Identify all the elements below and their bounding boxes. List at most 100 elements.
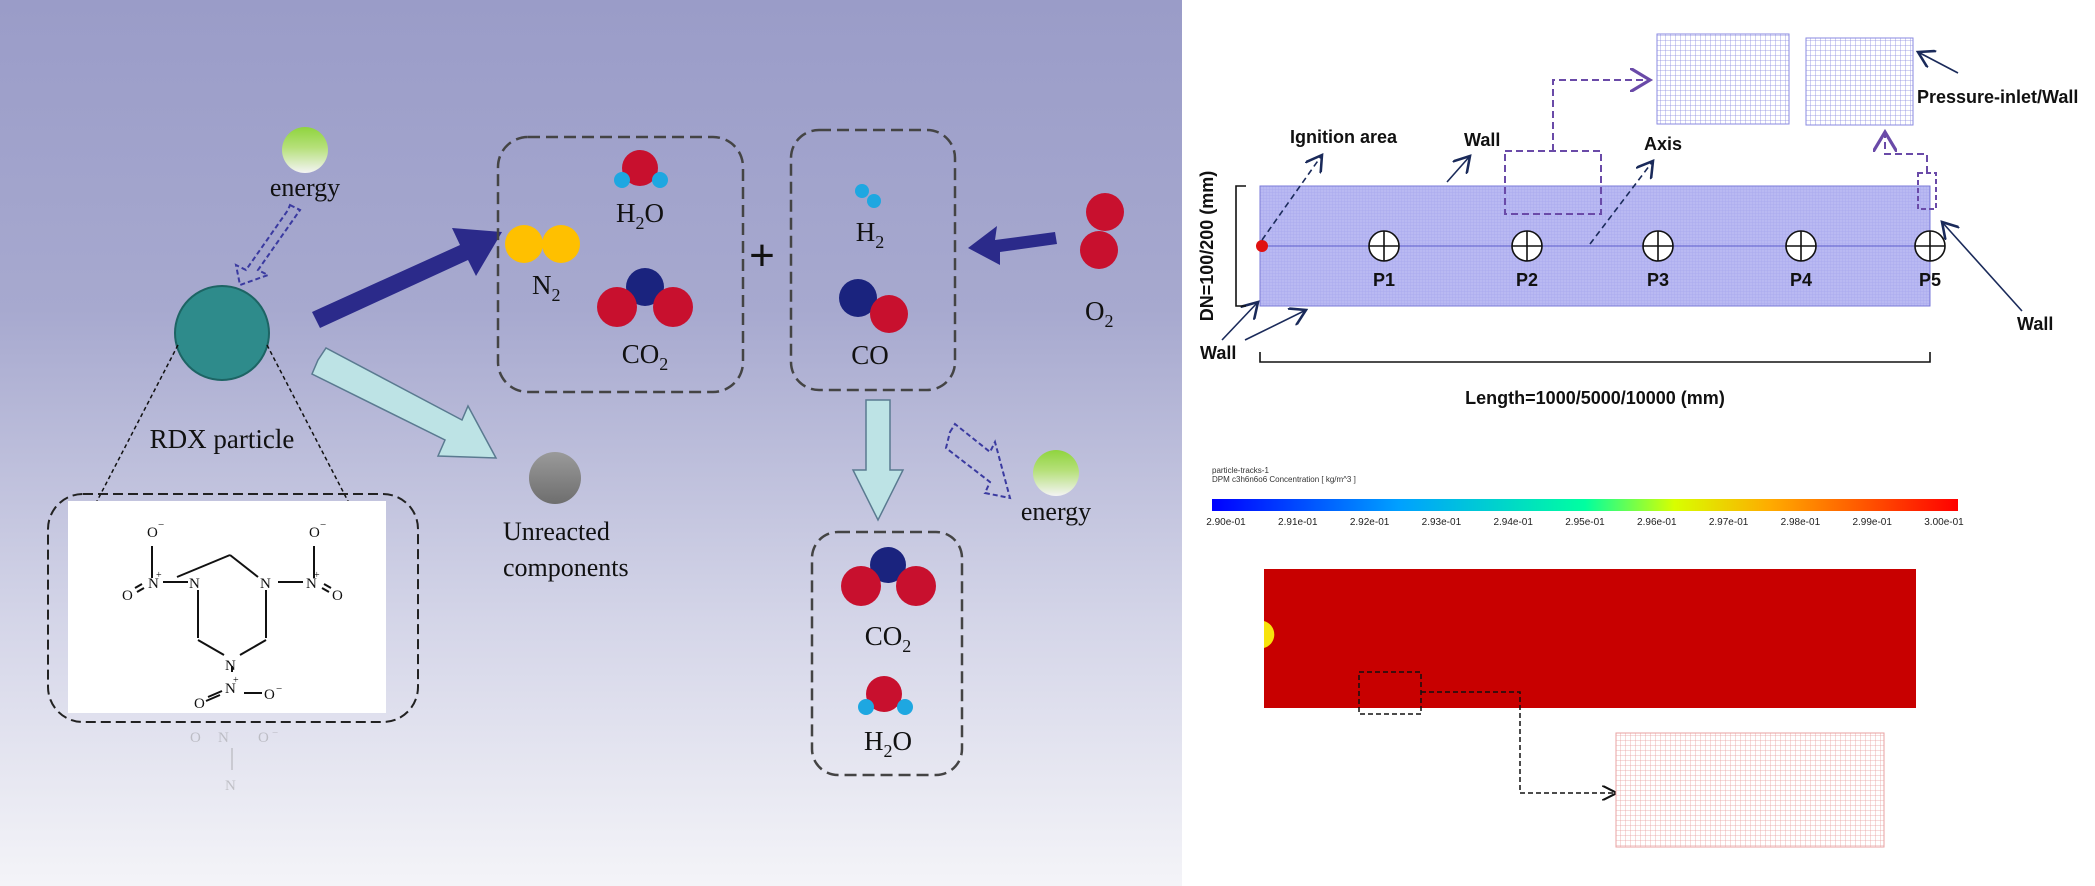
svg-text:N: N <box>225 778 236 794</box>
unreacted-label-line2: components <box>503 553 629 582</box>
rdx-structure-background <box>68 501 386 713</box>
svg-text:O: O <box>122 588 133 604</box>
plus-sign: + <box>749 231 775 280</box>
svg-text:O: O <box>194 696 205 712</box>
wall-right-pointer <box>1942 222 2023 312</box>
unreacted-icon <box>529 452 581 504</box>
colorbar-ticks: 2.90e-01 2.91e-01 2.92e-01 2.93e-01 2.94e-01… <box>1206 517 1964 528</box>
svg-text:N: N <box>260 576 271 592</box>
rdx-structure-diagram <box>134 546 332 702</box>
box1-n2-label: N2 <box>532 270 561 305</box>
colorbar-tick-label: 2.99e-01 <box>1852 517 1892 528</box>
product-box-1 <box>496 135 745 394</box>
box1-co2-label: CO2 <box>622 339 669 374</box>
svg-text:−: − <box>320 519 326 531</box>
wall-left-label: Wall <box>1200 343 1236 363</box>
energy-top-icon <box>282 127 328 173</box>
h2-molecule-icon <box>855 184 881 208</box>
colorbar-title-line1: particle-tracks-1 <box>1212 466 1269 475</box>
o2-label: O2 <box>1085 296 1114 331</box>
svg-text:N: N <box>218 730 229 746</box>
energy-top-arrow <box>234 203 302 287</box>
svg-text:+: + <box>156 570 162 581</box>
mesh-zoom-connector-2 <box>1885 132 1928 173</box>
colorbar-tick-label: 2.95e-01 <box>1565 517 1605 528</box>
svg-text:O: O <box>147 525 158 541</box>
monitoring-point-4-label: P4 <box>1790 270 1812 290</box>
box3-co2-label: CO2 <box>865 621 912 656</box>
box2-co-label: CO <box>851 340 889 370</box>
colorbar-tick-label: 2.90e-01 <box>1206 517 1246 528</box>
down-arrow-to-final <box>851 399 905 522</box>
wall-top-label: Wall <box>1464 130 1500 150</box>
monitoring-point-3-cross <box>1643 231 1673 261</box>
monitoring-point-2-label: P2 <box>1516 270 1538 290</box>
colorbar-tick-label: 2.96e-01 <box>1637 517 1677 528</box>
wall-left-pointer-1 <box>1221 302 1258 341</box>
mesh-zoom-connector-1 <box>1552 80 1650 151</box>
svg-text:O: O <box>264 687 275 703</box>
monitoring-point-5-label: P5 <box>1919 270 1941 290</box>
wall-right-label: Wall <box>2017 314 2053 334</box>
svg-text:O: O <box>190 730 201 746</box>
svg-text:−: − <box>272 727 278 739</box>
monitoring-point-5-cross <box>1915 231 1945 261</box>
rdx-particle-icon <box>174 285 270 381</box>
rdx-structure-reflection: O N O − N <box>190 727 278 794</box>
monitoring-point-1-label: P1 <box>1373 270 1395 290</box>
co-molecule-icon <box>839 279 908 333</box>
ignition-contour-spot <box>1264 621 1275 648</box>
colorbar-tick-label: 2.93e-01 <box>1422 517 1462 528</box>
o2-arrow <box>968 226 1057 265</box>
unreacted-label-line1: Unreacted <box>503 517 610 546</box>
energy-right-icon <box>1033 450 1079 496</box>
svg-text:−: − <box>276 683 282 695</box>
rdx-structure-atoms: N N N N + N + N + O − O − O O O O − <box>122 519 343 712</box>
mesh-zoom-inset-2 <box>1805 37 1914 126</box>
mesh-zoom-inset-1 <box>1656 33 1790 125</box>
reaction-arrow-to-unreacted <box>311 347 498 459</box>
monitoring-point-1-cross <box>1369 231 1399 261</box>
svg-text:+: + <box>233 675 239 686</box>
reaction-background <box>0 0 1182 886</box>
colorbar-tick-label: 2.91e-01 <box>1278 517 1318 528</box>
ignition-area-pointer <box>1261 155 1322 241</box>
rdx-particle-label: RDX particle <box>150 424 295 454</box>
axis-pointer <box>1589 161 1653 245</box>
box2-h2-label: H2 <box>856 217 885 252</box>
colorbar-tick-label: 2.94e-01 <box>1493 517 1533 528</box>
contour-domain <box>1264 569 1916 708</box>
wall-left-pointer-2 <box>1244 310 1306 341</box>
colorbar-title-line2: DPM c3h6n6o6 Concentration [ kg/m^3 ] <box>1212 475 1356 484</box>
axis-label: Axis <box>1644 134 1682 154</box>
contour-panel: particle-tracks-1 DPM c3h6n6o6 Concentra… <box>1206 466 1964 848</box>
svg-text:N: N <box>225 681 236 697</box>
final-h2o-icon <box>858 676 913 715</box>
reaction-arrow-to-products <box>312 228 502 328</box>
product-box-2 <box>789 128 957 392</box>
colorbar-tick-label: 2.98e-01 <box>1781 517 1821 528</box>
svg-text:N: N <box>189 576 200 592</box>
rdx-zoom-line-right <box>266 344 351 506</box>
energy-right-label: energy <box>1021 497 1091 526</box>
wall-top-pointer <box>1446 156 1470 183</box>
reaction-scheme-panel: energy RDX particle <box>0 0 1182 886</box>
monitoring-points: P1 P2 P3 P4 P5 <box>1368 230 1946 290</box>
colorbar <box>1212 499 1958 511</box>
monitoring-point-3-label: P3 <box>1647 270 1669 290</box>
svg-text:O: O <box>332 588 343 604</box>
n2-molecule-icon <box>505 225 580 263</box>
svg-text:+: + <box>314 570 320 581</box>
ignition-area-label: Ignition area <box>1290 127 1398 147</box>
pressure-inlet-pointer <box>1918 52 1959 74</box>
contour-zoom-connector <box>1421 691 1614 793</box>
rdx-structure-frame <box>47 493 419 723</box>
svg-text:−: − <box>158 519 164 531</box>
contour-mesh-inset <box>1615 732 1885 848</box>
colorbar-tick-label: 2.92e-01 <box>1350 517 1390 528</box>
ignition-point-icon <box>1256 240 1268 252</box>
svg-text:N: N <box>148 576 159 592</box>
co2-molecule-icon <box>597 268 693 327</box>
